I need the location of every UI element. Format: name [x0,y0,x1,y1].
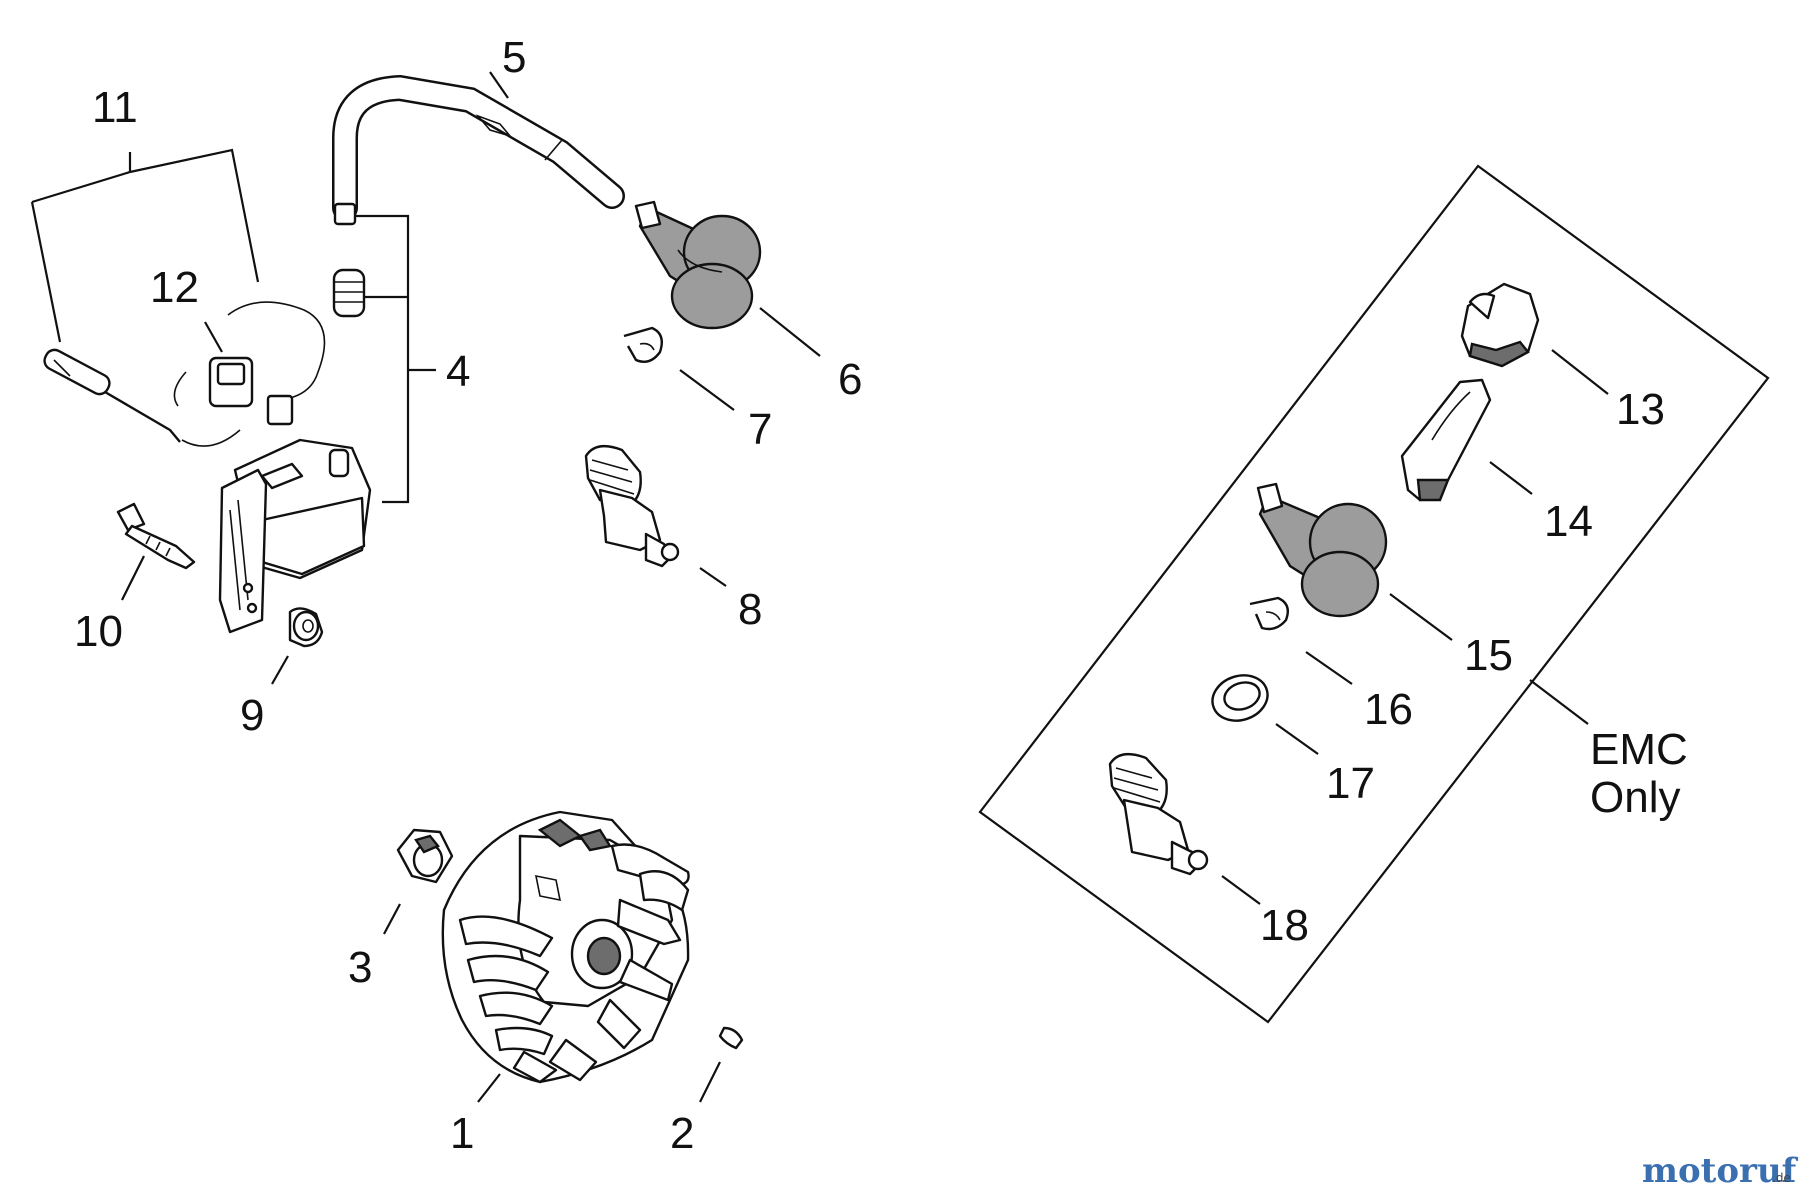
label-1: 1 [450,1109,474,1158]
label-14: 14 [1544,497,1593,546]
label-6: 6 [838,355,862,404]
part-10-bolt [116,502,196,601]
part-2-key [699,1026,744,1103]
part-5-ht-lead [332,71,625,226]
part-labels: 1 2 3 4 5 6 7 8 9 10 11 12 13 14 15 16 1… [74,33,1688,1158]
watermark: motoruf .de [1642,1151,1799,1191]
label-3: 3 [348,943,372,992]
part-15-emc-boot [1256,482,1453,641]
part-6-plug-boot [634,200,821,357]
part-9-washer [271,607,324,685]
part-18-emc-spark-plug [1108,752,1261,905]
watermark-suffix: .de [1772,1171,1791,1185]
label-2: 2 [670,1109,694,1158]
label-18: 18 [1260,901,1309,950]
label-16: 16 [1364,685,1413,734]
part-13-emc-cap [1460,282,1609,395]
label-17: 17 [1326,759,1375,808]
part-4-cap [332,268,366,318]
part-16-emc-clip [1249,596,1353,685]
watermark-brand: motoruf [1642,1151,1799,1191]
part-11-wire-harness [30,148,260,447]
label-8: 8 [738,585,762,634]
part-8-spark-plug [584,444,727,587]
label-11: 11 [92,83,138,132]
part-4-ignition-coil [218,438,372,634]
part-3-nut [383,828,454,935]
label-12: 12 [150,263,199,312]
label-13: 13 [1616,385,1665,434]
part-1-flywheel [441,810,690,1103]
label-9: 9 [240,691,264,740]
emc-label-line1: EMC [1590,725,1688,774]
label-4: 4 [446,347,470,396]
label-10: 10 [74,607,123,656]
emc-only-box [978,164,1770,1024]
label-7: 7 [748,405,772,454]
part-17-emc-ring [1211,674,1319,755]
emc-label-line2: Only [1590,773,1680,822]
part-14-emc-sleeve [1400,378,1533,502]
part-12-connector [173,301,326,426]
part-7-clip [623,326,735,411]
label-15: 15 [1464,631,1513,680]
part-4-bracket [350,214,436,504]
label-5: 5 [502,33,526,82]
